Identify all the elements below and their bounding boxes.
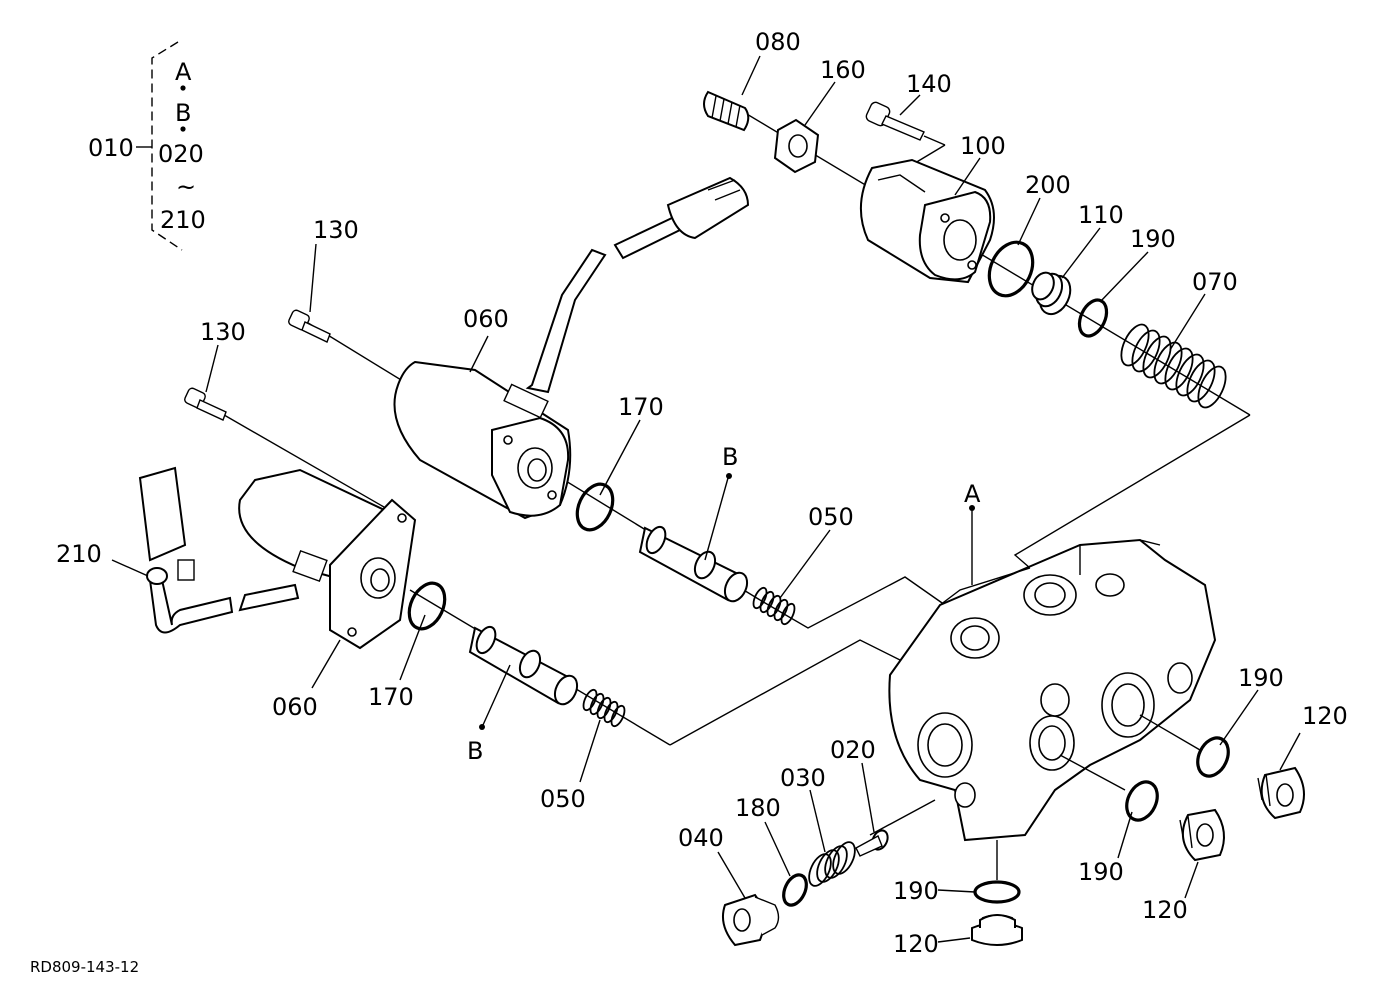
- callout-200: 200: [1025, 171, 1071, 199]
- o-ring-190-top: [1077, 298, 1109, 338]
- screw-130-upper: [288, 309, 331, 343]
- spring-050-upper: [752, 586, 796, 626]
- callout-130-lower: 130: [200, 318, 246, 346]
- screw-130-lower: [184, 387, 227, 421]
- callout-050-lower: 050: [540, 785, 586, 813]
- top-assembly: [703, 55, 1251, 569]
- callout-170-upper: 170: [618, 393, 664, 421]
- assembly-bracket: 010 A B 020 ~ 210: [88, 41, 206, 251]
- bracket-item-210: 210: [160, 206, 206, 234]
- callout-020: 020: [830, 736, 876, 764]
- leader-lines: [111, 243, 1301, 943]
- nut-160: [773, 118, 820, 174]
- spring-070: [1120, 323, 1227, 409]
- o-ring-190-right: [1196, 736, 1230, 778]
- housing-100: [859, 158, 995, 284]
- upper-spool-stack: [575, 473, 796, 626]
- plug-040: [722, 893, 780, 947]
- o-ring-180: [782, 873, 808, 907]
- plug-110: [1031, 271, 1072, 316]
- plug-120-mid: [1179, 808, 1225, 862]
- callout-040: 040: [678, 824, 724, 852]
- upper-solenoid: [288, 176, 946, 629]
- callout-210: 210: [56, 540, 102, 568]
- callout-060-lower: 060: [272, 693, 318, 721]
- lower-spool-stack: [407, 581, 901, 746]
- drawing-reference: RD809-143-12: [30, 958, 139, 976]
- pin-020: [855, 829, 889, 857]
- spring-050-lower: [582, 688, 626, 728]
- callout-080: 080: [755, 28, 801, 56]
- callout-100: 100: [960, 132, 1006, 160]
- callout-120-mid: 120: [1142, 896, 1188, 924]
- callout-070: 070: [1192, 268, 1238, 296]
- callout-190-bottom: 190: [893, 877, 939, 905]
- callout-160: 160: [820, 56, 866, 84]
- callout-050-upper: 050: [808, 503, 854, 531]
- callout-120-right: 120: [1302, 702, 1348, 730]
- set-screw-080: [703, 90, 750, 132]
- callout-b-lower: B: [467, 737, 483, 765]
- callout-140: 140: [906, 70, 952, 98]
- plug-120-right: [1257, 766, 1305, 820]
- callout-b-upper: B: [722, 443, 738, 471]
- callout-190-mid: 190: [1078, 858, 1124, 886]
- o-ring-190-mid: [1125, 780, 1159, 822]
- valve-body-a: [869, 505, 1217, 880]
- lower-solenoid: [138, 387, 417, 650]
- label-010: 010: [88, 134, 134, 162]
- bottom-left-fittings: [722, 829, 889, 947]
- callout-180: 180: [735, 794, 781, 822]
- right-fittings: [971, 736, 1305, 946]
- bracket-item-b: B: [175, 99, 191, 127]
- callout-190-right: 190: [1238, 664, 1284, 692]
- callout-130-upper: 130: [313, 216, 359, 244]
- bracket-item-020: 020: [158, 140, 204, 168]
- bracket-item-a: A: [175, 58, 192, 86]
- callout-030: 030: [780, 764, 826, 792]
- callout-a: A: [964, 480, 981, 508]
- o-ring-170-upper: [575, 482, 615, 532]
- bracket-item-tilde: ~: [176, 173, 196, 201]
- callout-110: 110: [1078, 201, 1124, 229]
- callout-170-lower: 170: [368, 683, 414, 711]
- callout-labels: 080 160 140 100 200 110 190 070 130 130 …: [56, 28, 1348, 958]
- o-ring-170-lower: [407, 581, 447, 631]
- callout-060-upper: 060: [463, 305, 509, 333]
- callout-190-top: 190: [1130, 225, 1176, 253]
- plug-120-bottom: [971, 914, 1023, 946]
- o-ring-190-bottom: [973, 880, 1021, 904]
- spring-030: [808, 841, 856, 887]
- o-ring-200: [987, 240, 1035, 298]
- callout-120-bottom: 120: [893, 930, 939, 958]
